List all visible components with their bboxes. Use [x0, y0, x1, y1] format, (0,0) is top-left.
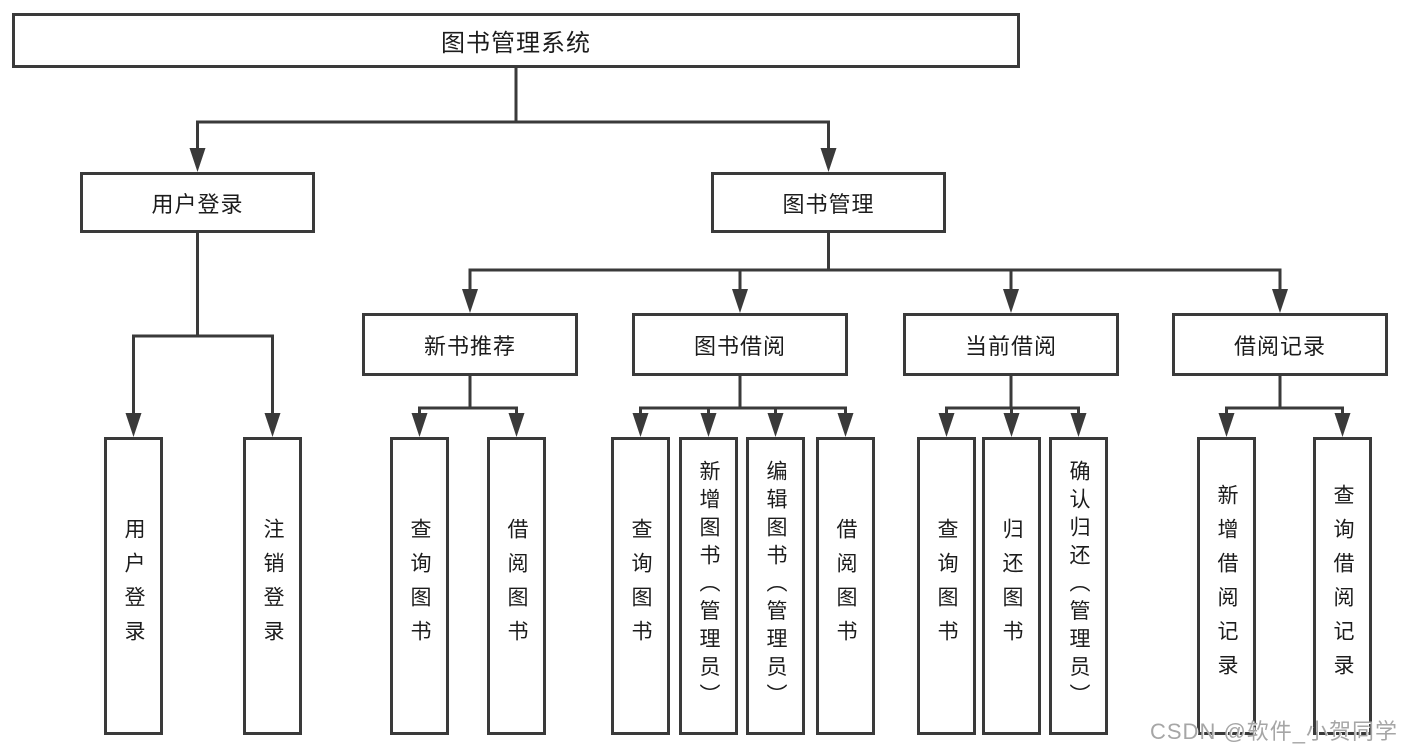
leaf-borrow-books-recommend: 借阅图书: [487, 437, 546, 735]
leaf-confirm-return-admin: 确认归还（管理员）: [1049, 437, 1108, 735]
leaf-query-books-current: 查询图书: [917, 437, 976, 735]
leaf-query-books-recommend: 查询图书: [390, 437, 449, 735]
leaf-query-borrow-record: 查询借阅记录: [1313, 437, 1372, 735]
node-borrowing-records: 借阅记录: [1172, 313, 1388, 376]
leaf-add-borrow-record: 新增借阅记录: [1197, 437, 1256, 735]
leaf-return-books: 归还图书: [982, 437, 1041, 735]
node-label: 借阅记录: [1233, 333, 1326, 359]
leaf-logout: 注销登录: [243, 437, 302, 735]
node-current-borrowing: 当前借阅: [903, 313, 1119, 376]
leaf-edit-books-admin: 编辑图书（管理员）: [746, 437, 805, 735]
node-label: 借阅图书: [505, 517, 528, 655]
node-label: 新书推荐: [423, 333, 516, 359]
node-label: 图书借阅: [693, 333, 786, 359]
leaf-query-books-borrow: 查询图书: [611, 437, 670, 735]
node-book-management-branch: 图书管理: [711, 172, 946, 233]
node-label: 注销登录: [261, 517, 284, 655]
node-label: 当前借阅: [964, 333, 1057, 359]
leaf-borrow-books: 借阅图书: [816, 437, 875, 735]
node-label: 查询图书: [629, 517, 652, 655]
node-label: 编辑图书（管理员）: [764, 460, 787, 712]
node-label: 新增借阅记录: [1215, 483, 1238, 689]
node-label: 确认归还（管理员）: [1067, 460, 1090, 712]
node-label: 查询图书: [408, 517, 431, 655]
node-label: 归还图书: [1000, 517, 1023, 655]
node-label: 图书管理: [782, 191, 875, 217]
leaf-add-books-admin: 新增图书（管理员）: [679, 437, 738, 735]
node-label: 图书管理系统: [441, 30, 591, 57]
node-book-borrowing: 图书借阅: [632, 313, 848, 376]
node-label: 借阅图书: [834, 517, 857, 655]
node-user-login-branch: 用户登录: [80, 172, 315, 233]
node-label: 用户登录: [122, 517, 145, 655]
node-label: 新增图书（管理员）: [697, 460, 720, 712]
leaf-user-login: 用户登录: [104, 437, 163, 735]
node-label: 用户登录: [151, 191, 244, 217]
node-label: 查询借阅记录: [1331, 483, 1354, 689]
node-new-book-recommendation: 新书推荐: [362, 313, 578, 376]
node-library-management-system: 图书管理系统: [12, 13, 1020, 68]
csdn-watermark: CSDN @软件_小贺同学: [1150, 719, 1399, 744]
node-label: 查询图书: [935, 517, 958, 655]
